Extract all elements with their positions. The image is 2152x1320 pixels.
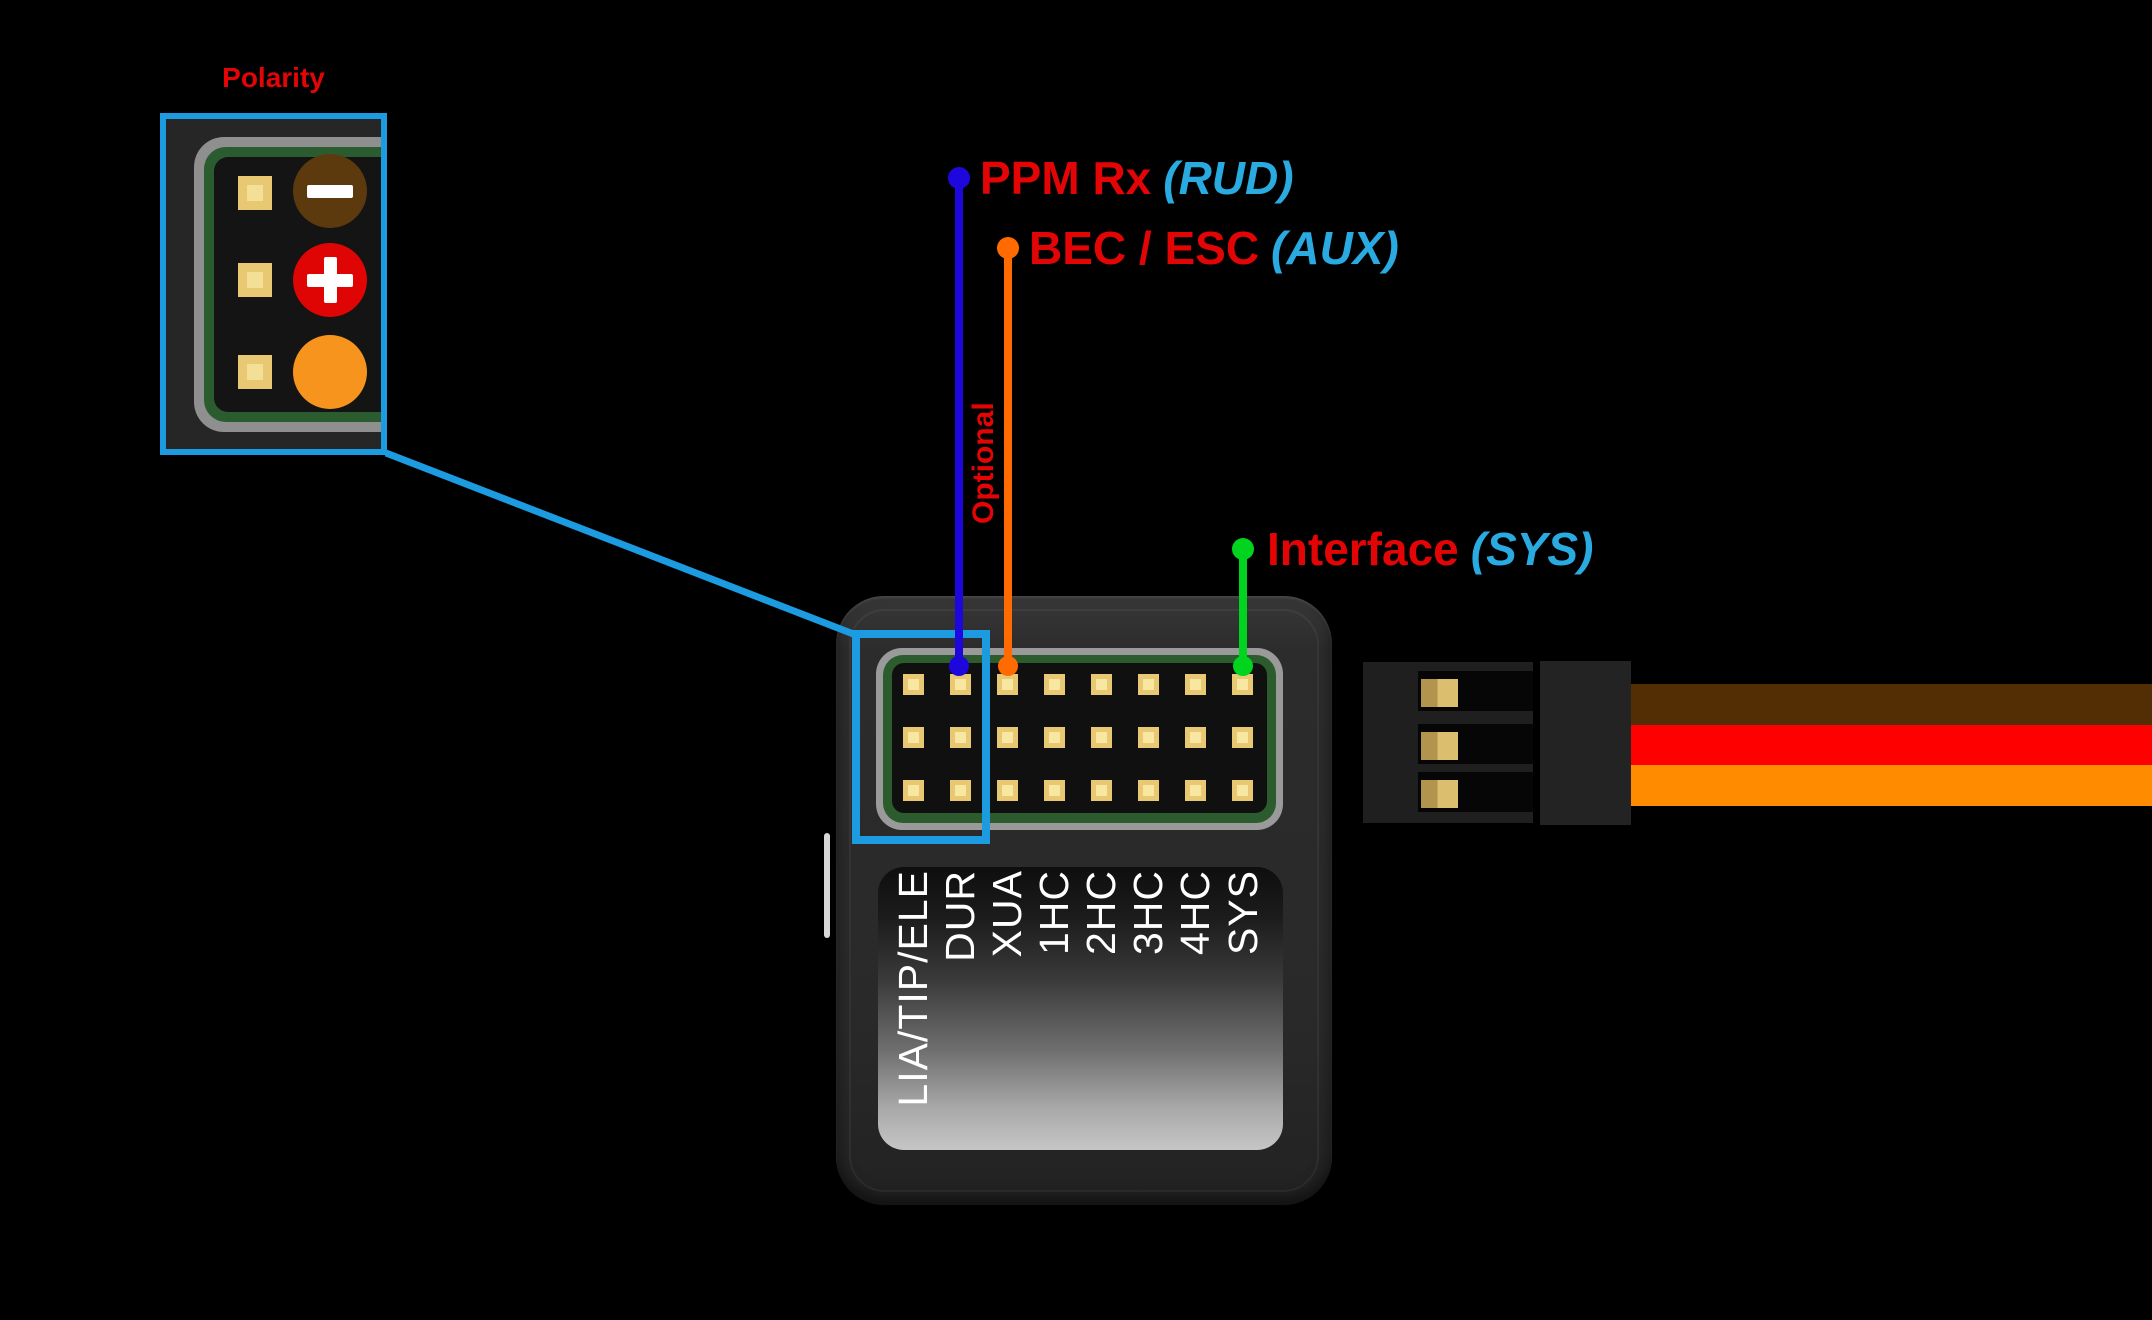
channel-label-sys: SYS <box>1220 870 1266 956</box>
interface-label: Interface(SYS) <box>1267 523 1593 575</box>
header-pin <box>1044 727 1065 748</box>
signal-pin-marker <box>293 335 367 409</box>
header-pin <box>950 727 971 748</box>
header-pin <box>1138 674 1159 695</box>
header-pin <box>950 674 971 695</box>
plus-icon <box>324 257 337 303</box>
ppm-rx-label: PPM Rx(RUD) <box>980 152 1294 204</box>
polarity-title: Polarity <box>222 62 325 93</box>
ppm-rx-text: PPM Rx <box>980 152 1152 204</box>
header-pin <box>1044 780 1065 801</box>
solder-pad <box>238 176 272 210</box>
channel-label-ch1: 1HC <box>1031 870 1077 956</box>
channel-label-ch3: 3HC <box>1125 870 1171 956</box>
solder-pad <box>238 355 272 389</box>
channel-label-ele-pit-ail: LIA/TIP/ELE <box>890 870 936 1107</box>
negative-pin-marker <box>293 154 367 228</box>
brown-wire <box>1631 684 2152 725</box>
plug-contact <box>1421 679 1458 707</box>
minus-icon <box>307 185 353 198</box>
interface-text: Interface <box>1267 523 1459 575</box>
channel-label-aux: XUA <box>984 870 1030 958</box>
interface-dot-top <box>1232 538 1254 560</box>
servo-plug-back <box>1540 661 1631 825</box>
bec-esc-label: BEC / ESC(AUX) <box>1029 222 1399 274</box>
header-pin <box>997 727 1018 748</box>
channel-label-rud: DUR <box>937 870 983 962</box>
header-pin <box>1091 780 1112 801</box>
spirit-fbl-unit: Spirit Spirit <box>836 596 1332 1205</box>
polarity-highlight-rect <box>852 630 990 844</box>
bec-dot-top <box>997 237 1019 259</box>
red-wire <box>1631 725 2152 765</box>
plug-contact <box>1421 732 1458 760</box>
orange-wire <box>1631 765 2152 806</box>
interface-channel: (SYS) <box>1470 523 1594 575</box>
channel-label-ch4: 4HC <box>1172 870 1218 956</box>
header-pin <box>997 674 1018 695</box>
header-pin <box>1138 727 1159 748</box>
ppm-rx-channel: (RUD) <box>1163 152 1294 204</box>
zoom-callout-line <box>384 449 858 639</box>
solder-pad <box>238 263 272 297</box>
header-pin <box>903 780 924 801</box>
header-pin <box>1091 727 1112 748</box>
pin-header-grid <box>903 674 1253 801</box>
side-slot-mark <box>824 833 830 938</box>
header-pin <box>950 780 971 801</box>
positive-pin-marker <box>293 243 367 317</box>
header-pin <box>1185 780 1206 801</box>
channel-label-ch2: 2HC <box>1078 870 1124 956</box>
header-pin <box>1044 674 1065 695</box>
ppm-dot-top <box>948 167 970 189</box>
bec-esc-channel: (AUX) <box>1271 222 1399 274</box>
device-sticker <box>878 867 1283 1150</box>
header-pin <box>1232 674 1253 695</box>
optional-label: Optional <box>967 402 1000 524</box>
header-pin <box>997 780 1018 801</box>
header-pin <box>1232 727 1253 748</box>
plug-contact <box>1421 780 1458 808</box>
header-pin <box>1138 780 1159 801</box>
header-pin <box>903 727 924 748</box>
header-pin <box>903 674 924 695</box>
header-pin <box>1091 674 1112 695</box>
header-pin <box>1185 727 1206 748</box>
polarity-zoom-box <box>160 113 387 455</box>
header-pin <box>1185 674 1206 695</box>
header-pin <box>1232 780 1253 801</box>
bec-esc-text: BEC / ESC <box>1029 222 1260 274</box>
